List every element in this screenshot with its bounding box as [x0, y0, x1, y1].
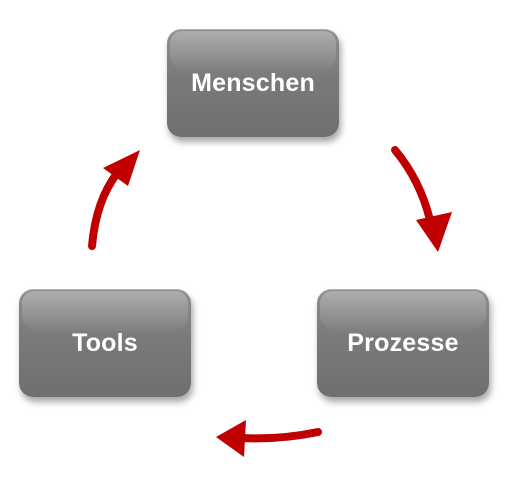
node-prozesse: Prozesse: [317, 289, 489, 397]
arrowhead-prozesse: [416, 212, 452, 252]
node-tools-label: Tools: [72, 328, 138, 357]
node-tools: Tools: [19, 289, 191, 397]
arrow-menschen-to-prozesse: [391, 146, 434, 224]
node-menschen: Menschen: [167, 29, 339, 137]
arrow-prozesse-to-tools: [236, 428, 322, 443]
node-menschen-label: Menschen: [191, 68, 315, 97]
arrow-tools-to-menschen: [88, 168, 122, 250]
arrowhead-tools: [216, 420, 246, 457]
arrowhead-menschen: [103, 150, 140, 186]
node-prozesse-label: Prozesse: [347, 328, 459, 357]
